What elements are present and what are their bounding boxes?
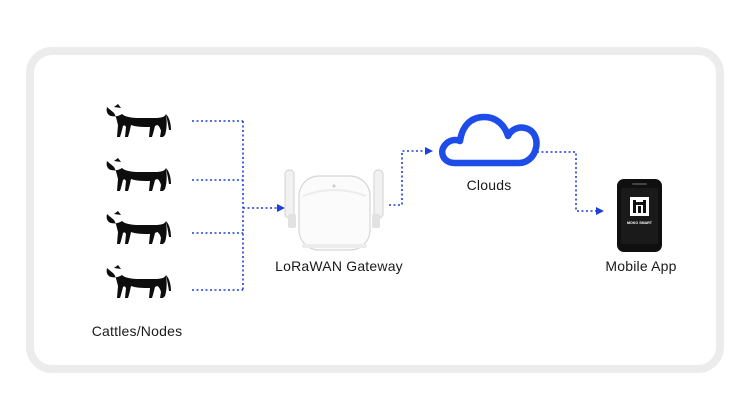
smartphone-icon: MOKO SMART xyxy=(617,179,662,252)
cow-icon xyxy=(106,265,171,298)
node-connectors xyxy=(192,120,604,291)
nodes-label: Cattles/Nodes xyxy=(91,323,183,339)
cloud-label: Clouds xyxy=(466,177,512,193)
connector-arrow xyxy=(537,151,604,215)
phone-screen-text: MOKO SMART xyxy=(627,221,653,225)
cow-icon xyxy=(106,211,171,244)
app-label: Mobile App xyxy=(605,258,677,274)
lorawan-gateway-icon xyxy=(284,169,384,251)
cow-icon xyxy=(106,158,171,191)
cow-icon xyxy=(106,104,171,137)
cloud-icon xyxy=(439,113,540,167)
gateway-label: LoRaWAN Gateway xyxy=(275,258,403,274)
connector-arrow xyxy=(389,147,433,206)
